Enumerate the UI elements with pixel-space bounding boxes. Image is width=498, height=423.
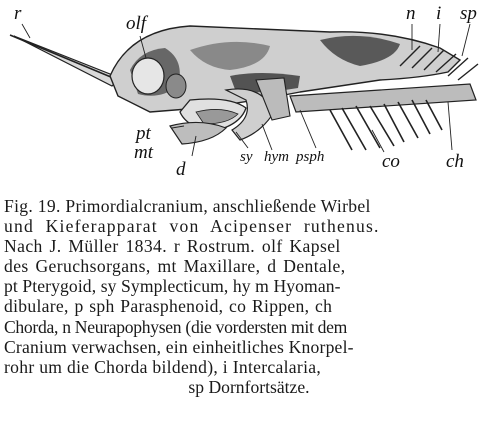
label-dentale: d <box>176 160 186 179</box>
caption-line: rohr um die Chorda bildend), i Intercala… <box>4 357 494 377</box>
label-neurapophyses: n <box>406 4 416 23</box>
label-ribs: co <box>382 152 400 171</box>
caption-line: Fig. 19. Primordialcranium, anschließend… <box>4 196 494 216</box>
caption-line: sp Dornfortsätze. <box>4 377 494 397</box>
label-intercalaria: i <box>436 4 441 23</box>
caption-line: pt Pterygoid, sy Symplecticum, hy m Hyom… <box>4 276 494 296</box>
caption-line: dibulare, p sph Parasphenoid, co Rippen,… <box>4 296 494 316</box>
label-symplecticum: sy <box>240 150 253 165</box>
label-maxillare: mt <box>134 143 153 162</box>
skull-illustration: r olf n i sp pt mt d sy hym psph co ch <box>0 0 498 190</box>
label-spinous-processes: sp <box>460 4 477 23</box>
label-chorda: ch <box>446 152 464 171</box>
label-hyomandibulare: hym <box>264 150 289 165</box>
caption-line: Nach J. Müller 1834. r Rostrum. olf Kaps… <box>4 236 494 256</box>
label-pterygoid: pt <box>136 124 151 143</box>
label-rostrum: r <box>14 4 21 23</box>
label-parasphenoid: psph <box>296 150 324 165</box>
caption-line: Cranium verwachsen, ein einheitliches Kn… <box>4 337 494 357</box>
caption-line: Chorda, n Neurapophysen (die vordersten … <box>4 317 494 337</box>
label-olfactory-capsule: olf <box>126 14 146 33</box>
caption-line: und Kieferapparat von Acipenser ruthenus… <box>4 216 494 236</box>
caption-line: des Geruchsorgans, mt Maxillare, d Denta… <box>4 256 494 276</box>
figure-caption: Fig. 19. Primordialcranium, anschließend… <box>4 196 494 397</box>
